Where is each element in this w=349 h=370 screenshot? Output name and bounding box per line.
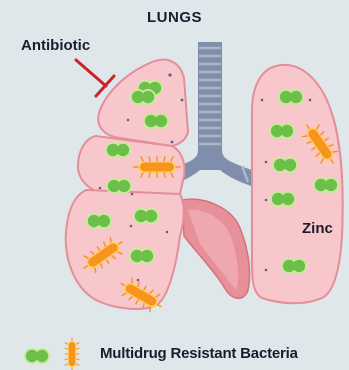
coccus-bacteria-icon: [24, 348, 50, 364]
coccus-bacteria-icon: [278, 89, 304, 105]
rod-bacteria-icon: [65, 338, 79, 370]
coccus-bacteria-icon: [143, 113, 169, 129]
coccus-bacteria-icon: [272, 157, 298, 173]
zinc-label: Zinc: [302, 220, 333, 237]
coccus-bacteria-icon: [281, 258, 307, 274]
legend-icons: [24, 338, 79, 370]
coccus-bacteria-icon: [130, 89, 156, 105]
inhibition-arrow-icon: [76, 60, 114, 96]
legend-label: Multidrug Resistant Bacteria: [100, 345, 298, 362]
lungs-title: LUNGS: [0, 9, 349, 26]
antibiotic-label: Antibiotic: [21, 37, 90, 54]
coccus-bacteria-icon: [86, 213, 112, 229]
coccus-bacteria-icon: [133, 208, 159, 224]
coccus-bacteria-icon: [313, 177, 339, 193]
coccus-bacteria-icon: [269, 123, 295, 139]
coccus-bacteria-icon: [105, 142, 131, 158]
coccus-bacteria-icon: [106, 178, 132, 194]
coccus-bacteria-icon: [129, 248, 155, 264]
heart: [182, 199, 250, 298]
coccus-bacteria-icon: [270, 191, 296, 207]
